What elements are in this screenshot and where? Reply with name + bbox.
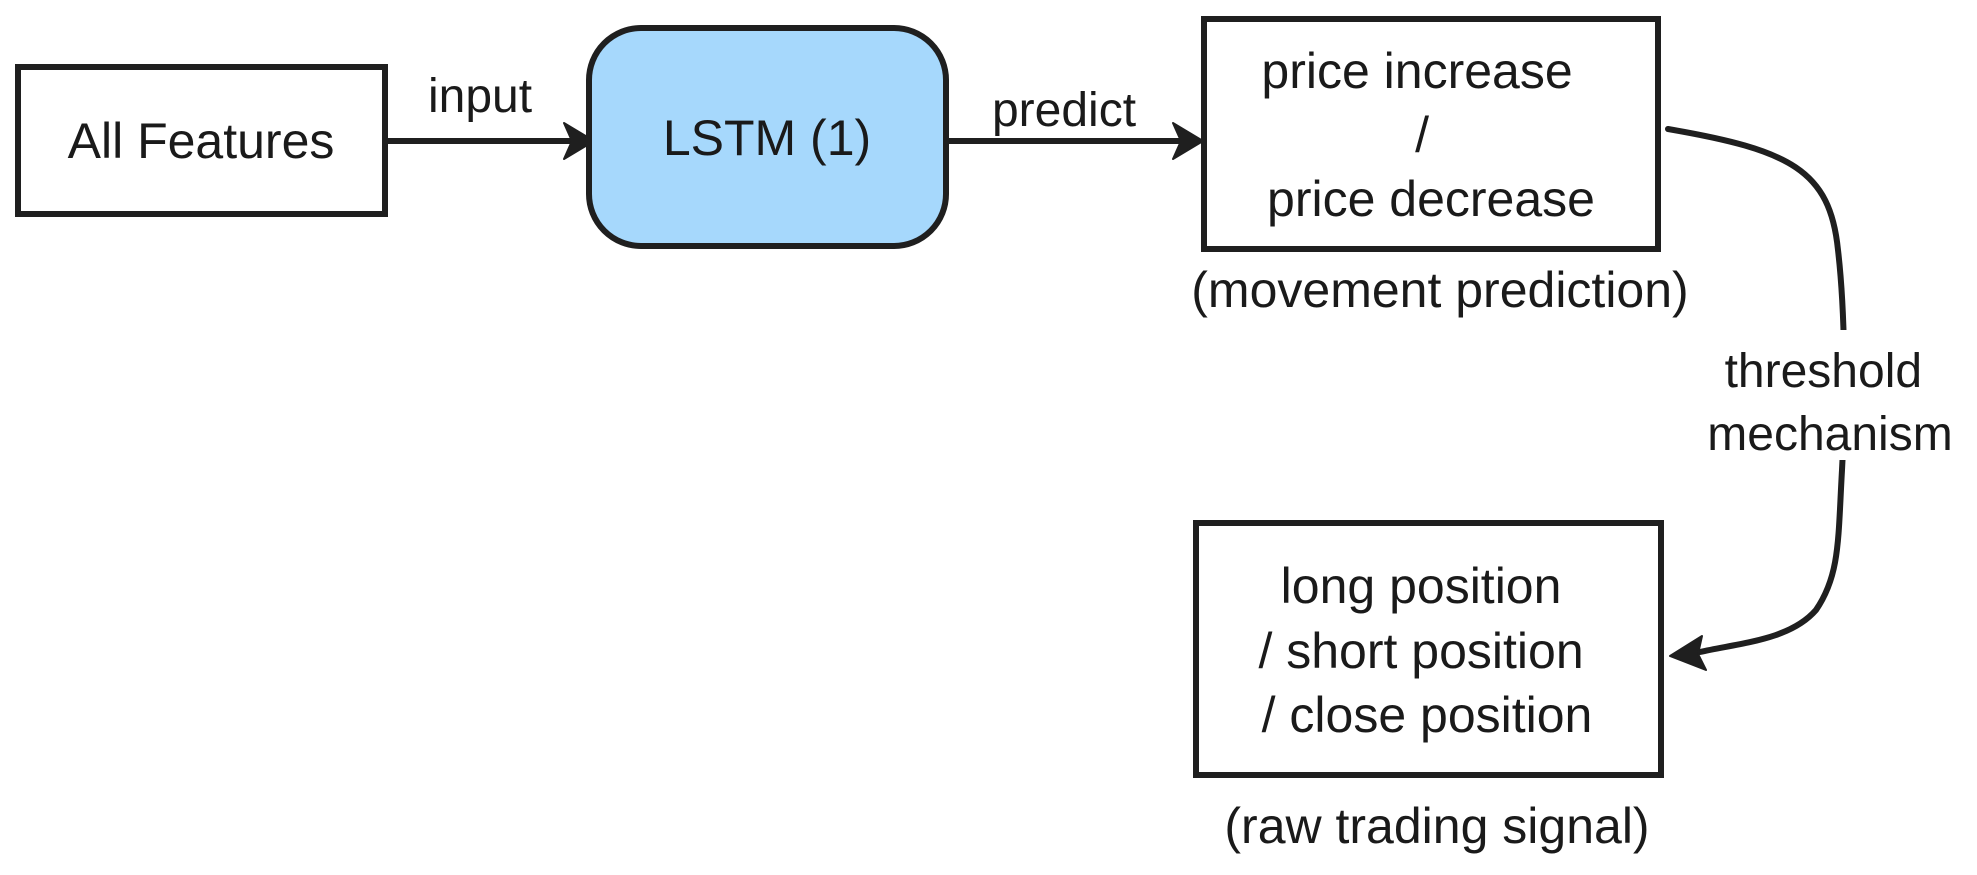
edge-input: input (383, 70, 595, 160)
node-lstm-box (586, 25, 949, 249)
edge-predict-label: predict (992, 84, 1136, 137)
node-movement-prediction[interactable]: price increase / price decrease (movemen… (1191, 16, 1689, 318)
node-trading-signal-label: long position / short position / close p… (1258, 558, 1597, 743)
node-lstm-label: LSTM (1) (663, 110, 871, 166)
edge-threshold: threshold mechanism (1665, 126, 1970, 671)
node-trading-signal-box (1193, 520, 1664, 778)
node-movement-prediction-label: price increase / price decrease (1261, 43, 1595, 227)
node-movement-line-2: / (1415, 107, 1429, 163)
node-trading-signal-caption: (raw trading signal) (1224, 798, 1649, 854)
node-signal-line-2: / short position (1258, 623, 1583, 679)
edge-predict: predict (945, 84, 1204, 160)
edge-threshold-label: threshold mechanism (1707, 345, 1952, 461)
node-movement-prediction-box (1201, 16, 1661, 252)
node-lstm[interactable]: LSTM (1) (586, 25, 949, 249)
edge-predict-arrowhead (1172, 122, 1204, 160)
edge-threshold-label-line-2: mechanism (1707, 408, 1952, 461)
node-movement-line-3: price decrease (1267, 171, 1595, 227)
edge-input-arrowhead (563, 122, 595, 160)
node-all-features-label: All Features (68, 113, 335, 169)
node-all-features-box (15, 64, 388, 217)
node-signal-line-1: long position (1281, 558, 1562, 614)
node-trading-signal[interactable]: long position / short position / close p… (1193, 520, 1664, 854)
node-signal-line-3: / close position (1262, 687, 1593, 743)
edge-threshold-arrowhead (1669, 635, 1707, 671)
edge-threshold-label-line-1: threshold (1725, 345, 1922, 398)
node-movement-prediction-caption: (movement prediction) (1191, 262, 1688, 318)
edge-input-label: input (428, 70, 532, 123)
node-all-features[interactable]: All Features (15, 64, 388, 217)
node-movement-line-1: price increase (1261, 43, 1572, 99)
edge-threshold-label-backdrop (1690, 330, 1970, 460)
